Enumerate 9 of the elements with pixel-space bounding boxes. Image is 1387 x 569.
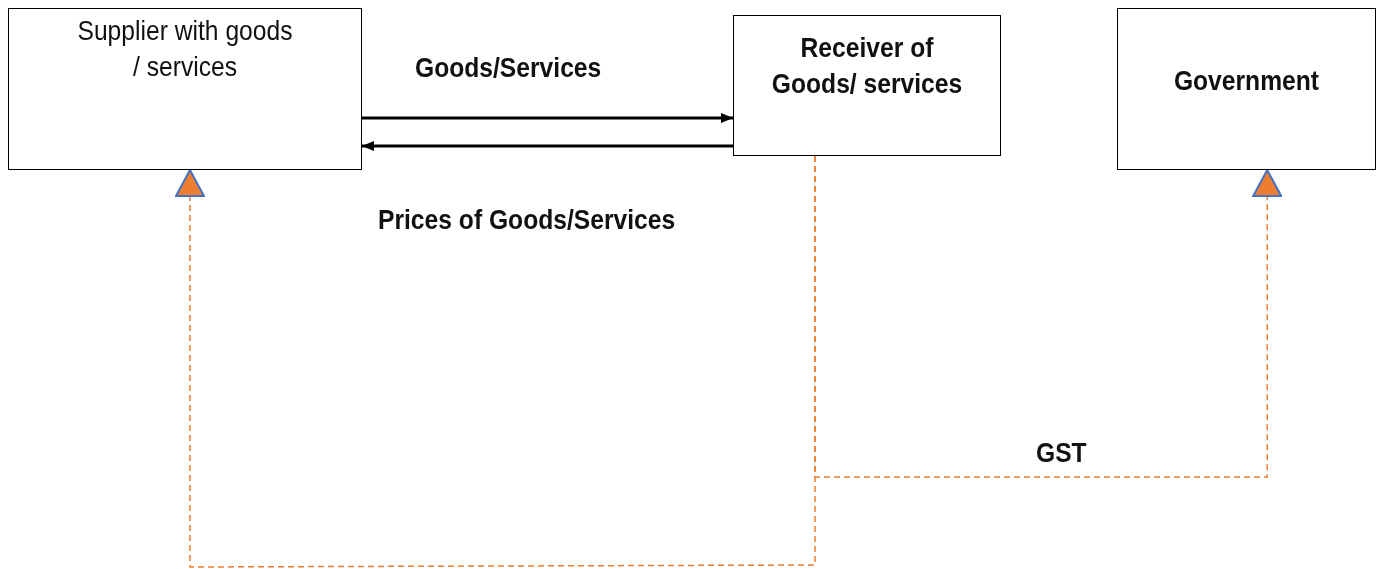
arrow (362, 113, 733, 123)
process-box (8, 8, 362, 170)
process-box (1117, 8, 1376, 170)
box-label: Government (1173, 64, 1320, 98)
arrow (362, 141, 733, 151)
box-label: Supplier with goods / services (76, 14, 294, 85)
dashed-connector (814, 155, 1283, 478)
process-box (733, 15, 1001, 156)
box-label: Receiver of Goods/ services (770, 31, 964, 102)
